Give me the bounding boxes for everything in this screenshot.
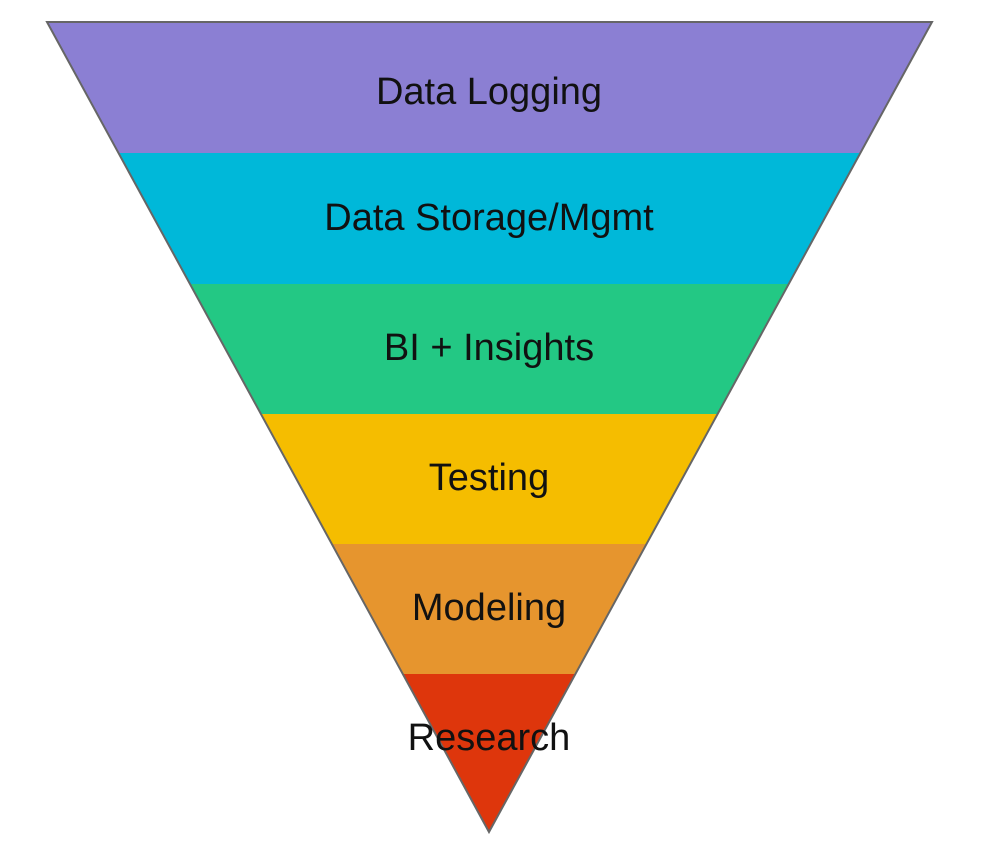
funnel-band-data-storage-mgmt [118, 153, 861, 284]
funnel-outline [45, 21, 934, 835]
layer-label-research: Research [408, 717, 571, 759]
funnel-band-data-logging [47, 22, 932, 153]
funnel-band-testing [260, 414, 718, 544]
layer-label-modeling: Modeling [412, 587, 566, 629]
funnel-labels: Data Logging Data Storage/Mgmt BI + Insi… [324, 71, 654, 759]
layer-label-bi-insights: BI + Insights [384, 327, 594, 369]
funnel-layers [47, 22, 932, 832]
funnel-band-research [402, 674, 576, 832]
funnel-band-bi-insights [189, 284, 789, 414]
layer-label-data-storage-mgmt: Data Storage/Mgmt [324, 197, 654, 239]
layer-label-testing: Testing [429, 457, 549, 499]
layer-label-data-logging: Data Logging [376, 71, 602, 113]
funnel-band-modeling [331, 544, 647, 674]
